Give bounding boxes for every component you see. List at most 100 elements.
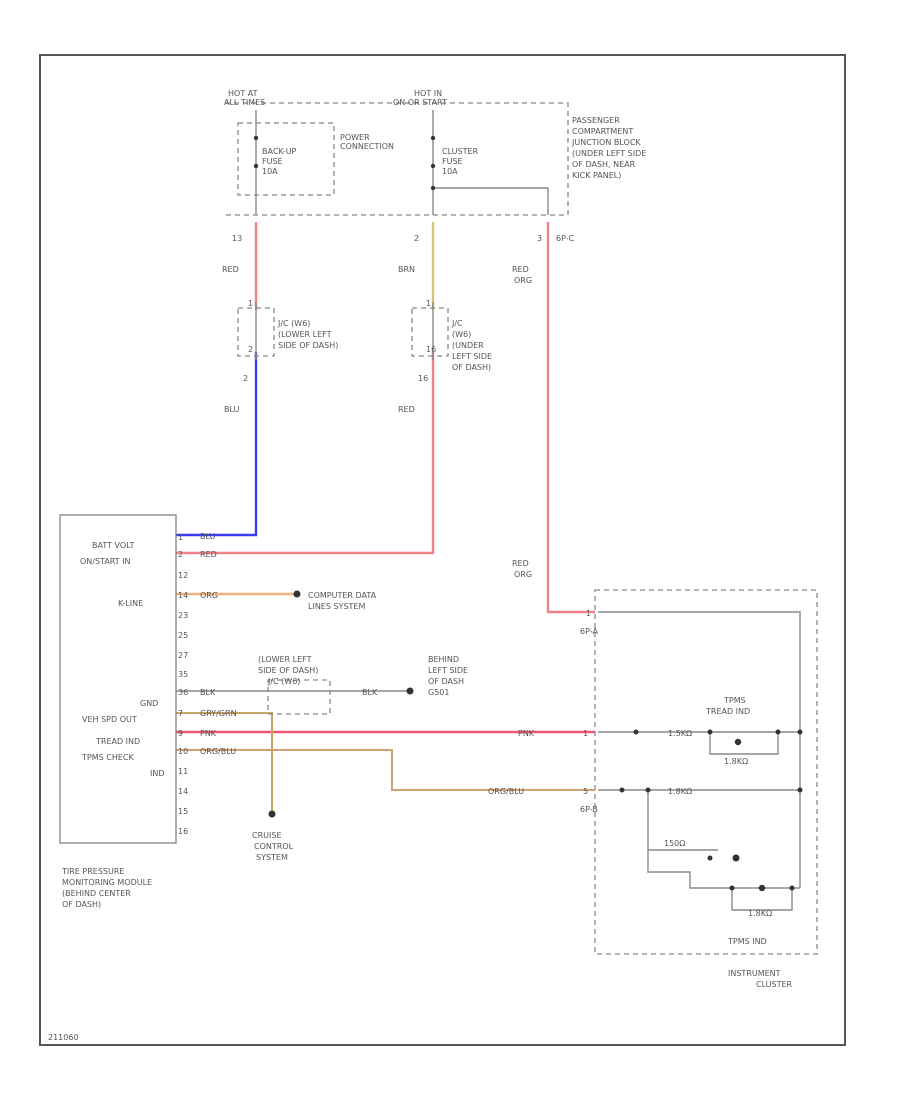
ground-arrow	[406, 687, 414, 695]
module-label-tpms-check: TPMS CHECK	[81, 753, 134, 762]
tpms-module	[59, 514, 177, 844]
module-label-veh-spd: VEH SPD OUT	[82, 715, 137, 724]
cluster-node	[775, 729, 781, 735]
svg-text:12: 12	[178, 571, 188, 580]
wire-org-blu	[176, 749, 595, 791]
svg-text:23: 23	[178, 611, 188, 620]
module-label-batt-volt: BATT VOLT	[92, 541, 135, 550]
tag-red: RED	[200, 550, 217, 559]
cluster-node	[645, 787, 651, 793]
tag-blk: BLK	[200, 688, 216, 697]
backup-fuse-label: BACK-UP FUSE 10A	[262, 147, 299, 176]
wire-label-red-org: RED ORG	[512, 265, 532, 285]
pin-2: 2	[414, 234, 419, 243]
tpms-led-loop	[731, 888, 793, 911]
svg-text:2: 2	[178, 550, 183, 559]
jc-label-left: J/C (W6) (LOWER LEFT SIDE OF DASH)	[277, 319, 338, 350]
hot-at-all-times-label: HOT AT ALL TIMES	[224, 89, 265, 107]
wire-red-lower	[176, 352, 435, 555]
tag-org-blu: ORG/BLU	[200, 747, 236, 756]
junction-block-label: PASSENGER COMPARTMENT JUNCTION BLOCK (UN…	[571, 116, 649, 180]
cluster-fuse-label: CLUSTER FUSE 10A	[442, 147, 481, 176]
module-label-tread: TREAD IND	[95, 737, 140, 746]
cruise-arrow	[268, 810, 276, 818]
splice-dot	[430, 185, 436, 191]
tread-led-loop	[709, 732, 779, 755]
jc-pin: 2	[248, 345, 253, 354]
svg-text:14: 14	[178, 591, 188, 600]
cluster-power-bus	[598, 611, 801, 888]
tpms-ind-label: TPMS IND	[727, 937, 767, 946]
wire-label-red-lower: RED	[398, 405, 415, 414]
tag-blu: BLU	[200, 532, 216, 541]
tag-org-blu-2: ORG/BLU	[488, 787, 524, 796]
wire-label-blu: BLU	[224, 405, 240, 414]
conn-6p-b: 6P-B	[580, 805, 598, 814]
svg-text:11: 11	[178, 767, 188, 776]
tag-org: ORG	[200, 591, 218, 600]
cluster-node	[707, 855, 713, 861]
cluster-node	[797, 729, 803, 735]
fuse-terminal	[430, 163, 436, 169]
module-label-gnd: GND	[140, 699, 158, 708]
resistor-label-5: 1.8KΩ	[748, 909, 772, 918]
jc-pin: 16	[426, 345, 436, 354]
jc-pin: 1	[426, 299, 431, 308]
cluster-node	[797, 787, 803, 793]
svg-text:27: 27	[178, 651, 188, 660]
svg-text:9: 9	[178, 729, 183, 738]
power-connection-label: POWER CONNECTION	[340, 133, 394, 151]
module-label-on-start: ON/START IN	[80, 557, 131, 566]
wire-gry-grn	[176, 712, 273, 812]
tag-gry-grn: GRY/GRN	[200, 709, 237, 718]
wire-label-red: RED	[222, 265, 239, 274]
svg-text:36: 36	[178, 688, 188, 697]
hot-in-on-or-start-label: HOT IN ON OR START	[393, 89, 447, 107]
wire-red-org	[546, 222, 595, 614]
tag-pnk: PNK	[200, 729, 217, 738]
conn-6p-c: 6P-C	[556, 234, 575, 243]
jc-label-right: J/C (W6) (UNDER LEFT SIDE OF DASH)	[451, 319, 495, 372]
svg-text:16: 16	[178, 827, 188, 836]
cluster-node	[732, 854, 740, 862]
conn-6p-a: 6P-A	[580, 627, 598, 636]
pin-a-1: 1	[586, 609, 591, 618]
cluster-node	[729, 885, 735, 891]
module-label-ind: IND	[150, 769, 165, 778]
wire-label-red-org-lower: RED ORG	[512, 559, 532, 579]
resistor-label-4: 150Ω	[664, 839, 685, 848]
diagram-frame	[39, 54, 846, 1046]
cluster-node	[633, 729, 639, 735]
svg-text:14: 14	[178, 787, 188, 796]
tread-ind-led	[734, 738, 742, 746]
computer-data-label: COMPUTER DATA LINES SYSTEM	[308, 591, 379, 611]
svg-text:1: 1	[178, 533, 183, 542]
svg-text:7: 7	[178, 709, 183, 718]
fuse-terminal	[253, 135, 259, 141]
ground-jc-box	[267, 679, 331, 715]
wire-label-brn: BRN	[398, 265, 415, 274]
junction-block-box	[225, 102, 569, 216]
cluster-node	[707, 729, 713, 735]
jc-box-right	[411, 307, 449, 357]
resistor-label-3: 1.8KΩ	[668, 787, 692, 796]
pin-13: 13	[232, 234, 242, 243]
svg-text:10: 10	[178, 747, 188, 756]
svg-text:25: 25	[178, 631, 188, 640]
cluster-branch-line	[433, 187, 549, 215]
jc-pin: 1	[248, 299, 253, 308]
fuse-terminal	[430, 135, 436, 141]
instrument-cluster-box	[594, 589, 818, 955]
tag-pnk-2: PNK	[518, 729, 535, 738]
ground-jc-label: (LOWER LEFT SIDE OF DASH) J/C (W6)	[258, 655, 321, 686]
pin-2-lower: 2	[243, 374, 248, 383]
diagram-code: 211060	[48, 1033, 79, 1042]
cruise-label: CRUISE CONTROL SYSTEM	[252, 831, 296, 862]
fuse-terminal	[253, 163, 259, 169]
check-branch-lower	[647, 850, 800, 889]
resistor-label-2: 1.8KΩ	[724, 757, 748, 766]
pin-b-5: 5	[583, 787, 588, 796]
instrument-cluster-caption: INSTRUMENT CLUSTER	[728, 969, 793, 989]
pin-16-lower: 16	[418, 374, 428, 383]
